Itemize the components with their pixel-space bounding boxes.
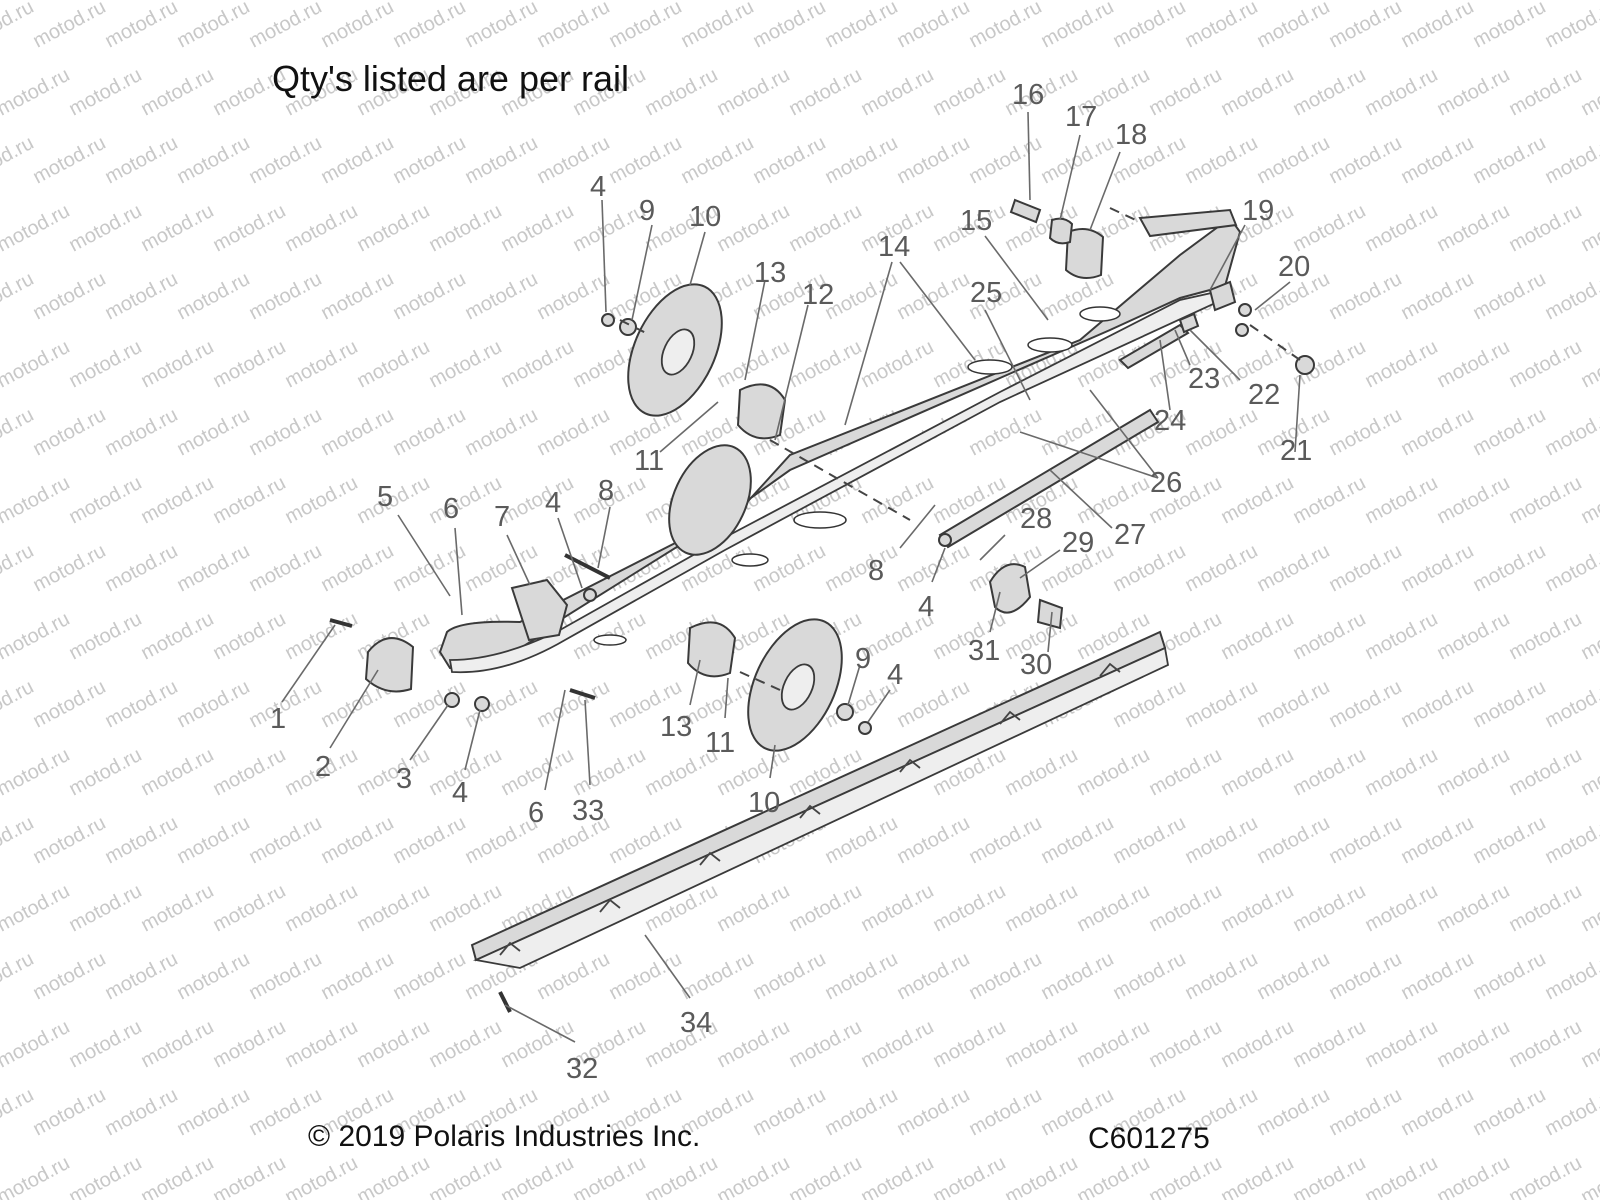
- callout-3: 3: [396, 763, 412, 795]
- nut-4-left: [474, 696, 490, 712]
- idler-wheel-lower: [747, 618, 843, 752]
- bracket-7: [510, 578, 569, 642]
- rivet-32: [498, 991, 512, 1013]
- callout-33: 33: [572, 795, 604, 827]
- copyright-text: © 2019 Polaris Industries Inc.: [308, 1120, 701, 1153]
- idler-wheel-upper: [627, 283, 723, 417]
- callout-18: 18: [1115, 119, 1147, 151]
- stopper-31: [988, 563, 1032, 614]
- rail-cap-2: [364, 637, 415, 693]
- quantity-note: Qty's listed are per rail: [272, 58, 629, 99]
- nut-4-center: [583, 588, 597, 602]
- idler-wheel-middle: [668, 444, 752, 556]
- callout-25: 25: [970, 277, 1002, 309]
- nut-4-lower: [858, 721, 872, 735]
- callout-28: 28: [1020, 503, 1052, 535]
- callout-14: 14: [878, 231, 910, 263]
- bolt-16: [1009, 198, 1042, 224]
- callout-10-top: 10: [689, 201, 721, 233]
- callout-29: 29: [1062, 527, 1094, 559]
- washer-9-lower: [836, 703, 854, 721]
- callout-15: 15: [960, 205, 992, 237]
- callout-22: 22: [1248, 379, 1280, 411]
- callout-11-top: 11: [634, 445, 664, 477]
- callout-11-bottom: 11: [705, 727, 735, 759]
- callout-27: 27: [1114, 519, 1146, 551]
- callout-24: 24: [1154, 405, 1186, 437]
- callout-16: 16: [1012, 79, 1044, 111]
- callout-4-right: 4: [918, 591, 934, 623]
- callout-4-center: 4: [545, 487, 561, 519]
- bushing-23: [1178, 312, 1200, 334]
- shaft-24: [1118, 323, 1190, 370]
- washer-3: [444, 692, 460, 708]
- callout-6-top: 6: [443, 493, 459, 525]
- callout-17: 17: [1065, 101, 1097, 133]
- callout-6-bottom: 6: [528, 797, 544, 829]
- slide-wear-strip: [470, 630, 1170, 969]
- pin-30: [1036, 598, 1064, 630]
- bolt-1: [329, 618, 353, 628]
- callout-21: 21: [1280, 435, 1312, 467]
- callout-4-bottom-right: 4: [887, 659, 903, 691]
- callout-labels: 1 2 3 4 5 6 7 4 8 4 9 10 13 12 11 14 15 …: [270, 79, 1312, 1085]
- callout-1: 1: [270, 703, 286, 735]
- callout-13-bottom: 13: [660, 711, 692, 743]
- block-13-upper: [736, 383, 787, 440]
- callout-8-left: 8: [598, 475, 614, 507]
- callout-7: 7: [494, 501, 510, 533]
- drawing-code: C601275: [1088, 1122, 1210, 1155]
- nut-4-right: [938, 533, 952, 547]
- callout-20: 20: [1278, 251, 1310, 283]
- callout-34: 34: [680, 1007, 712, 1039]
- callout-8-right: 8: [868, 555, 884, 587]
- small-hardware: [329, 198, 1315, 1013]
- nut-20: [1238, 303, 1252, 317]
- assembly-lines: [619, 207, 1301, 691]
- callout-12: 12: [802, 279, 834, 311]
- spacer-17: [1048, 217, 1074, 245]
- leader-lines: [281, 111, 1301, 1043]
- callout-30: 30: [1020, 649, 1052, 681]
- callout-9-top: 9: [639, 195, 655, 227]
- callout-31: 31: [968, 635, 1000, 667]
- bracket-19: [1208, 280, 1237, 312]
- callout-26: 26: [1150, 467, 1182, 499]
- callout-19: 19: [1242, 195, 1274, 227]
- nut-21: [1295, 355, 1315, 375]
- callout-9-bottom: 9: [855, 643, 871, 675]
- bolt-33: [569, 688, 596, 700]
- callout-10-bottom: 10: [748, 787, 780, 819]
- callout-4-bottom-left: 4: [452, 777, 468, 809]
- block-13-lower: [686, 621, 737, 678]
- callout-13-top: 13: [754, 257, 786, 289]
- callout-2: 2: [315, 751, 331, 783]
- callout-23: 23: [1188, 363, 1220, 395]
- bumper-18: [1064, 227, 1105, 280]
- nut-4-upper: [601, 313, 615, 327]
- washer-22: [1235, 323, 1249, 337]
- callout-5: 5: [377, 481, 393, 513]
- callout-32: 32: [566, 1053, 598, 1085]
- callout-4-top: 4: [590, 171, 606, 203]
